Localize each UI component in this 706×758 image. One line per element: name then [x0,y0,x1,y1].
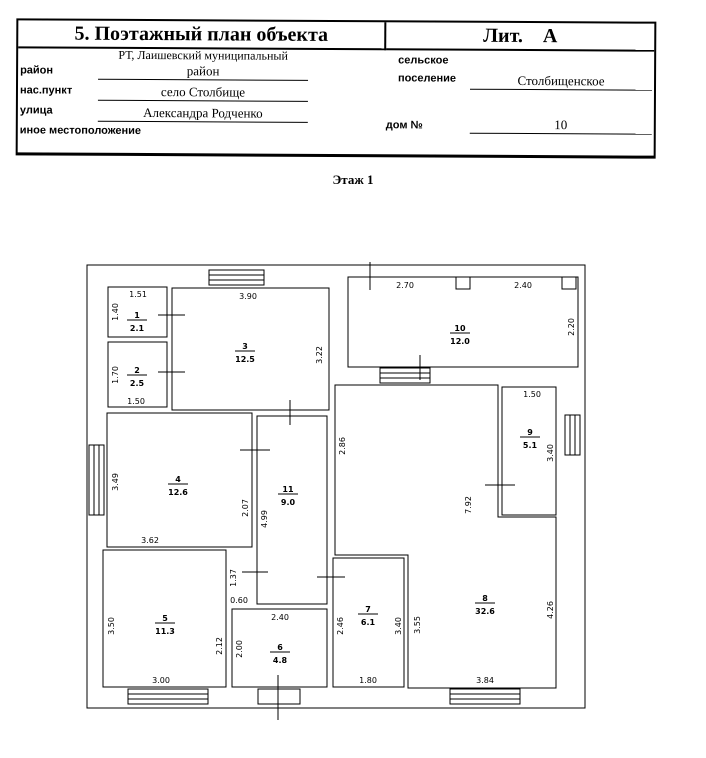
room-area: 2.5 [130,379,145,388]
dim: 4.26 [546,601,555,619]
dim: 3.50 [107,617,116,635]
dim: 2.70 [396,281,414,290]
dim: 1.40 [111,303,120,321]
room-6 [231,608,328,688]
dim: 3.40 [394,617,403,635]
room-area: 2.1 [130,324,145,333]
dim: 2.20 [567,318,576,336]
dim: 3.62 [141,536,159,545]
dim: 2.40 [514,281,532,290]
dim: 1.70 [111,366,120,384]
room-11 [256,415,328,605]
room-area: 9.0 [281,498,296,507]
room-number: 7 [365,605,371,614]
rooms [102,276,579,689]
room-2 [107,341,168,408]
dim: 2.12 [215,637,224,655]
dim: 1.80 [359,676,377,685]
dim: 1.51 [129,290,147,299]
floor-label: Этаж 1 [332,172,374,187]
dim: 4.99 [260,510,269,528]
room-number: 4 [175,475,181,484]
room-7 [332,557,405,688]
dim: 2.40 [271,613,289,622]
dim: 3.55 [413,616,422,634]
dim: 1.50 [523,390,541,399]
room-9 [501,386,557,516]
room-5 [102,549,227,688]
dim: 3.00 [152,676,170,685]
room-number: 9 [527,428,533,437]
dim: 3.90 [239,292,257,301]
room-1 [107,286,168,338]
dim: 3.49 [111,473,120,491]
room-area: 12.0 [450,337,470,346]
room-number: 11 [282,485,294,494]
room-number: 8 [482,594,488,603]
room-number: 2 [134,366,140,375]
room-area: 4.8 [273,656,288,665]
room-area: 12.6 [168,488,188,497]
column [455,276,471,290]
room-number: 3 [242,342,248,351]
dim: 2.00 [235,640,244,658]
dim: 7.92 [464,496,473,514]
dim: 3.40 [546,444,555,462]
room-number: 6 [277,643,283,652]
room-area: 12.5 [235,355,255,364]
dim: 3.84 [476,676,494,685]
room-10 [347,276,579,368]
room-3 [171,287,330,411]
dim: 1.37 [229,569,238,587]
room-8 [334,384,557,689]
room-4 [106,412,253,548]
dim: 3.22 [315,346,324,364]
dim: 0.60 [230,596,248,605]
room-number: 1 [134,311,140,320]
dim: 2.07 [241,499,250,517]
dim: 2.86 [338,437,347,455]
room-area: 11.3 [155,627,175,636]
dim: 1.50 [127,397,145,406]
dim: 2.46 [336,617,345,635]
room-number: 10 [454,324,466,333]
outer-wall [86,264,586,709]
room-number: 5 [162,614,168,623]
door-marks [158,262,515,720]
room-area: 6.1 [361,618,376,627]
windows [88,269,581,705]
column [561,276,577,290]
room-area: 5.1 [523,441,538,450]
room-area: 32.6 [475,607,495,616]
